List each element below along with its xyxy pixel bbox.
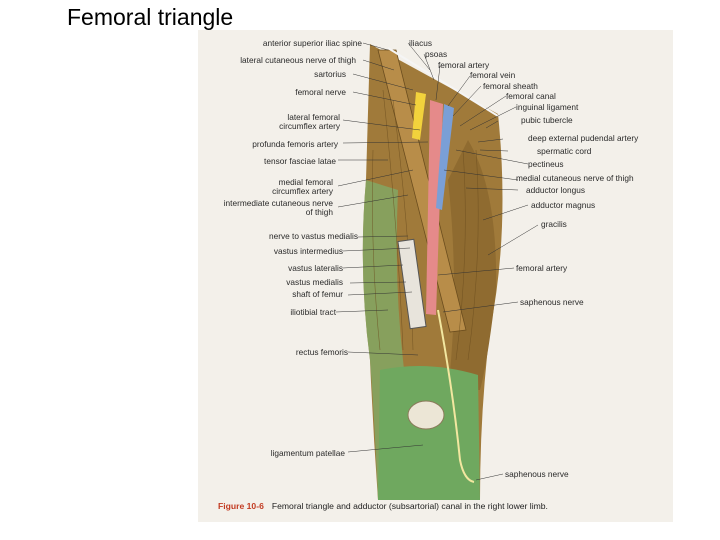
label-anterior-superior-iliac-spine: anterior superior iliac spine: [262, 38, 362, 48]
femur-shaft: [397, 238, 427, 330]
label-profunda-femoris-artery: profunda femoris artery: [252, 139, 338, 149]
label-femoral-artery-lower: femoral artery: [516, 263, 568, 273]
thigh-illustration: [335, 42, 539, 500]
figure-caption: Figure 10-6 Femoral triangle and adductor…: [218, 501, 548, 511]
knee-fascia-shape: [378, 366, 480, 500]
label-intermediate-cutaneous-nerve: intermediate cutaneous nerve: [223, 198, 333, 208]
label-inguinal-ligament: inguinal ligament: [516, 102, 579, 112]
label-deep-external-pudendal-artery: deep external pudendal artery: [528, 133, 639, 143]
label-lateral-circumflex-artery: circumflex artery: [279, 121, 340, 131]
label-nerve-to-vastus-medialis: nerve to vastus medialis: [268, 231, 358, 241]
label-gracilis: gracilis: [541, 219, 567, 229]
label-saphenous-nerve-lower: saphenous nerve: [505, 469, 569, 479]
femoral-artery-shape: [426, 100, 443, 315]
label-rectus-femoris: rectus femoris: [295, 347, 348, 357]
patella: [407, 400, 445, 430]
slide-title: Femoral triangle: [67, 4, 234, 30]
iliotibial-tract-shape: [362, 180, 428, 500]
label-femoral-vein: femoral vein: [470, 70, 516, 80]
label-ligamentum-patellae: ligamentum patellae: [270, 448, 345, 458]
label-femoral-sheath: femoral sheath: [483, 81, 538, 91]
label-femoral-artery-top: femoral artery: [438, 60, 490, 70]
figure-panel: anterior superior iliac spine lateral cu…: [198, 30, 673, 522]
label-vastus-intermedius: vastus intermedius: [273, 246, 343, 256]
saphenous-nerve-line: [437, 309, 475, 483]
label-tensor-fasciae-latae: tensor fasciae latae: [264, 156, 336, 166]
femoral-nerve-shape: [412, 92, 426, 140]
label-sartorius: sartorius: [314, 69, 346, 79]
label-femoral-nerve: femoral nerve: [295, 87, 346, 97]
label-pectineus: pectineus: [528, 159, 564, 169]
label-femoral-canal: femoral canal: [506, 91, 556, 101]
label-medial-circumflex-artery: circumflex artery: [272, 186, 333, 196]
label-lateral-cutaneous-nerve: lateral cutaneous nerve of thigh: [240, 55, 356, 65]
label-iliacus: iliacus: [409, 38, 433, 48]
label-adductor-longus: adductor longus: [526, 185, 586, 195]
label-medial-femoral: medial femoral: [278, 177, 333, 187]
label-of-thigh: of thigh: [305, 207, 333, 217]
femoral-vein-shape: [436, 104, 454, 210]
figure-number: Figure 10-6: [218, 501, 264, 511]
label-medial-cutaneous-nerve: medial cutaneous nerve of thigh: [516, 173, 634, 183]
figure-caption-text: Femoral triangle and adductor (subsartor…: [271, 501, 548, 511]
label-pubic-tubercle: pubic tubercle: [521, 115, 573, 125]
label-vastus-medialis: vastus medialis: [286, 277, 343, 287]
label-saphenous-nerve-upper: saphenous nerve: [520, 297, 584, 307]
label-psoas: psoas: [425, 49, 448, 59]
label-lateral-femoral: lateral femoral: [287, 112, 340, 122]
label-spermatic-cord: spermatic cord: [537, 146, 592, 156]
label-vastus-lateralis: vastus lateralis: [288, 263, 343, 273]
label-iliotibial-tract: iliotibial tract: [290, 307, 336, 317]
leader-lines: [335, 42, 539, 481]
label-shaft-of-femur: shaft of femur: [292, 289, 343, 299]
inguinal-ligament-line: [387, 47, 499, 117]
label-adductor-magnus: adductor magnus: [531, 200, 596, 210]
